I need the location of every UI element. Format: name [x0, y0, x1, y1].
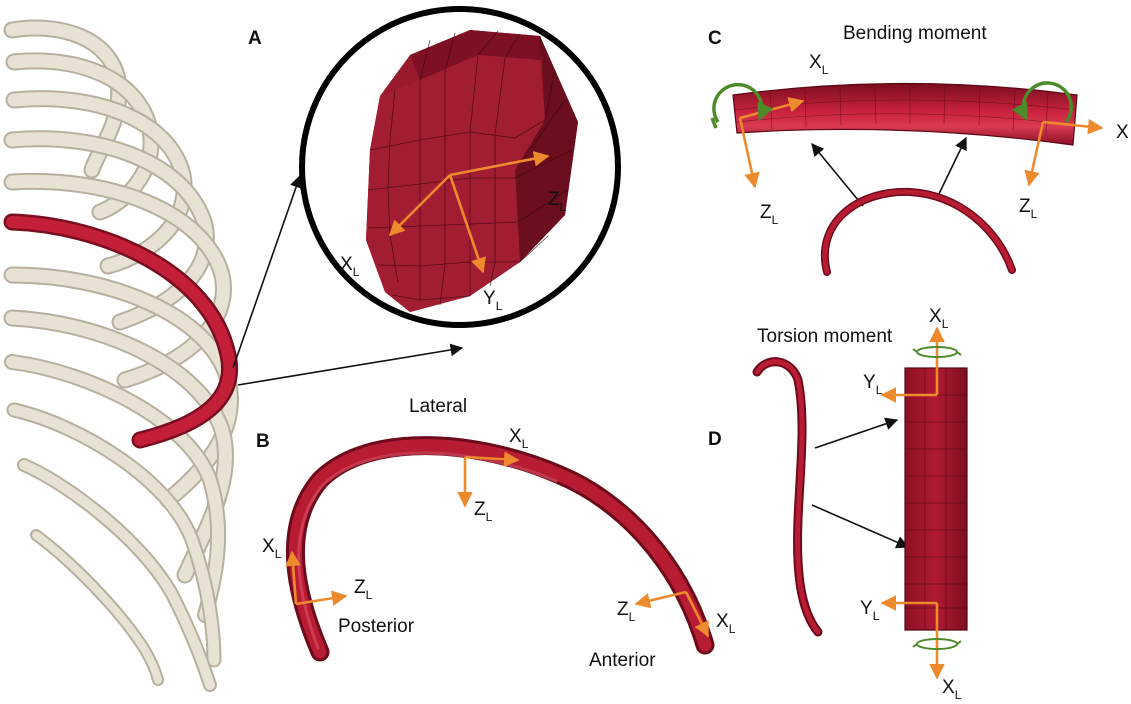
- axis-label-c-z-right: ZL: [1019, 196, 1038, 221]
- bending-moment-label: Bending moment: [843, 23, 987, 44]
- axis-label-b-x-top: XL: [509, 426, 529, 451]
- bending-rib-small: [825, 192, 1012, 272]
- axis-label-b-z-posterior: ZL: [354, 577, 373, 602]
- torsion-moment-label: Torsion moment: [757, 326, 893, 347]
- axis-label-c-z-left: ZL: [760, 202, 779, 227]
- bending-pointer-right: [937, 138, 966, 198]
- axis-label-b-z-top: ZL: [474, 499, 493, 524]
- axis-label-d-y-bottom: YL: [860, 598, 880, 623]
- axis-label-b-x-anterior: XL: [716, 611, 736, 636]
- panel-label-a: A: [248, 28, 262, 49]
- axis-label-d-x-bottom: XL: [942, 677, 962, 702]
- lateral-label: Lateral: [409, 396, 467, 417]
- axis-label-b-x-posterior: XL: [262, 536, 282, 561]
- zoomed-mesh-circle: [302, 9, 618, 325]
- axis-label-d-x-top: XL: [929, 306, 949, 331]
- anterior-label: Anterior: [589, 650, 656, 671]
- bending-pointer-left: [812, 144, 863, 206]
- panel-label-c: C: [708, 28, 722, 49]
- rib-cage-illustration: [12, 28, 230, 685]
- torsion-pointer-upper: [815, 420, 897, 448]
- axis-label-c-x-top: XL: [809, 52, 829, 77]
- axis-label-d-y-top: YL: [863, 372, 883, 397]
- torsion-rib-side: [757, 362, 818, 632]
- axis-label-c-x-right: X: [1116, 122, 1129, 143]
- posterior-label: Posterior: [338, 616, 415, 637]
- panel-label-d: D: [708, 429, 722, 450]
- torsion-pointer-lower: [812, 505, 908, 547]
- bone-ribs: [12, 28, 230, 685]
- axis-label-b-z-anterior: ZL: [617, 599, 636, 624]
- pointer-arrow-upper: [233, 176, 300, 368]
- torsion-column: [905, 368, 967, 630]
- pointer-arrow-lower: [238, 348, 462, 385]
- panel-label-b: B: [256, 431, 270, 452]
